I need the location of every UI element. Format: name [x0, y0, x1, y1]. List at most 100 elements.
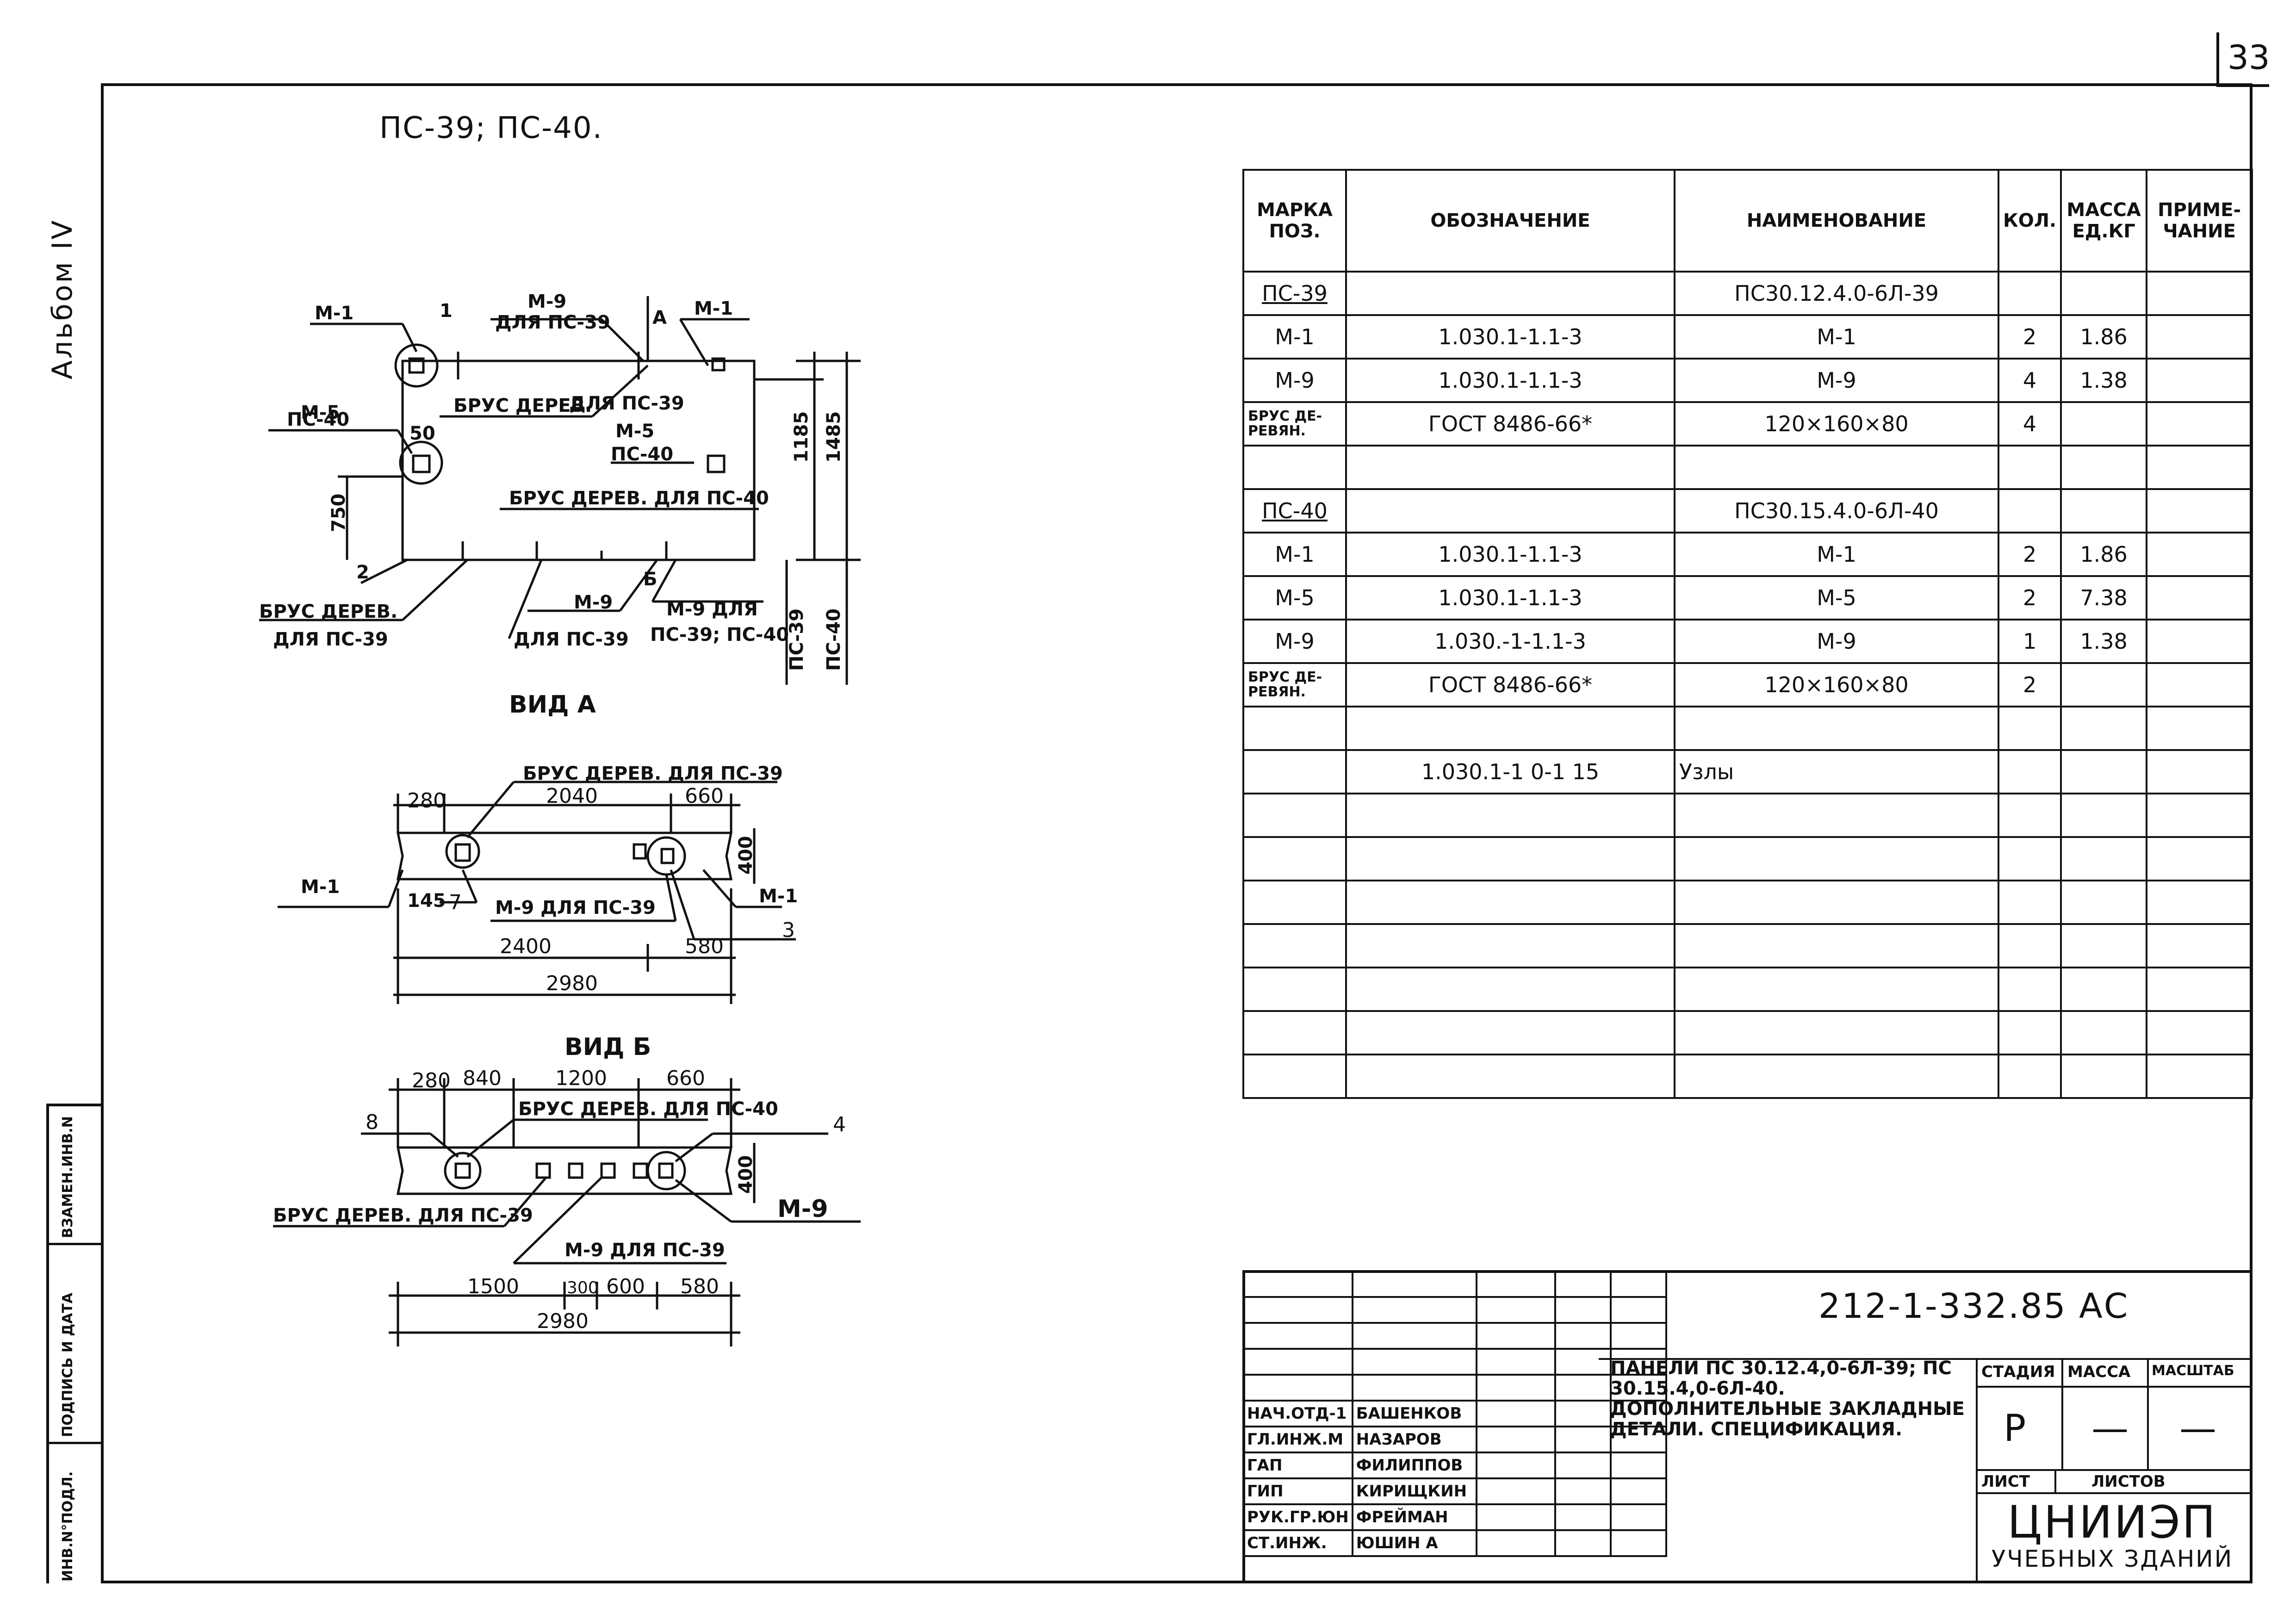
tb-divider	[1976, 1386, 2253, 1388]
label-brus-ps40: БРУС ДЕРЕВ. ДЛЯ ПС-40	[509, 488, 769, 509]
label-m1-right: М-1	[694, 298, 733, 319]
cell-name: 120×160×80	[1674, 662, 1999, 707]
person-role: РУК.ГР.ЮН	[1242, 1503, 1353, 1531]
signature-row: СТ.ИНЖ.ЮШИН А	[1242, 1529, 1667, 1557]
label-va-pos7: 7	[449, 891, 462, 914]
spec-header-mass: МАССА ЕД.КГ	[2060, 169, 2148, 273]
organization: ЦНИИЭП УЧЕБНЫХ ЗДАНИЙ	[1976, 1499, 2249, 1572]
label-ps40-b: ПС-40	[611, 444, 673, 465]
cell-mass	[2060, 749, 2148, 794]
spec-header-designation: ОБОЗНАЧЕНИЕ	[1345, 169, 1675, 273]
label-vb-pos8: 8	[366, 1110, 379, 1134]
cell-name: ПС30.12.4.0-6Л-39	[1674, 271, 1999, 316]
signature-cell	[1475, 1503, 1556, 1531]
stamp-cell-signature: ПОДПИСЬ И ДАТА	[49, 1245, 101, 1444]
label-dim-1185: 1185	[791, 411, 812, 463]
cell-qty: 2	[1997, 662, 2062, 707]
document-title: ПАНЕЛИ ПС 30.12.4,0-6Л-39; ПС 30.15.4,0-…	[1610, 1358, 1965, 1440]
sheets-label: ЛИСТОВ	[2091, 1472, 2166, 1491]
tb-divider	[2061, 1358, 2063, 1469]
label-m5: М-5	[301, 402, 340, 423]
cell-designation: ГОСТ 8486-66*	[1345, 662, 1675, 707]
stamp-cell-replaced: ВЗАМЕН.ИНВ.N	[49, 1106, 101, 1245]
label-va-m9: М-9 ДЛЯ ПС-39	[495, 897, 656, 918]
m5-plate	[412, 454, 431, 473]
cell-mark: ПС-40	[1242, 488, 1347, 534]
cell-mass	[2060, 662, 2148, 707]
cell-note	[2146, 271, 2253, 316]
stamp-strip: ВЗАМЕН.ИНВ.N ПОДПИСЬ И ДАТА ИНВ.N°ПОДЛ.	[46, 1104, 101, 1583]
label-vb-2980: 2980	[537, 1309, 589, 1333]
label-ps39-vertical: ПС-39	[786, 608, 807, 671]
cell-qty: 4	[1997, 358, 2062, 403]
cell-note	[2146, 488, 2253, 534]
sheet-number-box: 33	[2216, 32, 2270, 87]
view-a-circle-1	[445, 834, 480, 869]
label-va-m1-right: М-1	[759, 886, 798, 907]
sheet-label: ЛИСТ	[1981, 1472, 2030, 1491]
cell-name: 120×160×80	[1674, 401, 1999, 447]
person-role: ГЛ.ИНЖ.М	[1242, 1426, 1353, 1453]
label-va-2400: 2400	[500, 935, 552, 958]
tb-divider	[2147, 1358, 2149, 1469]
view-a-labels: БРУС ДЕРЕВ. ДЛЯ ПС-39 280 2040 660 М-1 М…	[301, 763, 798, 1061]
label-vb-pos4: 4	[833, 1113, 846, 1136]
plan-labels: М-1 1 М-9 ДЛЯ ПС-39 А М-1 М-5 ПС-40 50 Б…	[259, 291, 844, 719]
label-va-145: 145	[407, 890, 446, 912]
signature-cell	[1475, 1400, 1556, 1427]
cell-mark: БРУС ДЕ-РЕВЯН.	[1242, 401, 1347, 447]
label-dim-1485: 1485	[823, 411, 844, 463]
cell-mass: 7.38	[2060, 575, 2148, 620]
cell-name: М-1	[1674, 532, 1999, 577]
cell-qty	[1997, 445, 2062, 490]
label-va-400: 400	[735, 836, 757, 875]
cell-note	[2146, 749, 2253, 794]
label-vb-brus39: БРУС ДЕРЕВ. ДЛЯ ПС-39	[273, 1205, 533, 1226]
cell-note	[2146, 532, 2253, 577]
cell-designation: 1.030.-1-1.1-3	[1345, 619, 1675, 664]
cell-designation: 1.030.1-1.1-3	[1345, 314, 1675, 360]
cell-name: Узлы	[1674, 749, 1999, 794]
cell-designation: 1.030.1-1.1-3	[1345, 532, 1675, 577]
label-pos-2: 2	[356, 562, 369, 583]
cell-note	[2146, 619, 2253, 664]
cell-designation	[1345, 488, 1675, 534]
signature-cell	[1475, 1529, 1556, 1557]
label-vb-1200: 1200	[555, 1067, 607, 1090]
label-ps40: ПС-40	[287, 409, 349, 430]
spec-header-mark: МАРКА ПОЗ.	[1242, 169, 1347, 273]
table-row	[1242, 1010, 2253, 1055]
view-a-title: ВИД А	[509, 691, 596, 719]
table-row: ПС-39 ПС30.12.4.0-6Л-39	[1242, 271, 2253, 316]
view-b-panel	[396, 1146, 733, 1195]
cell-mass	[2060, 445, 2148, 490]
cell-qty: 2	[1997, 314, 2062, 360]
detail-circle-1	[394, 343, 439, 388]
spec-header-note: ПРИМЕ-ЧАНИЕ	[2146, 169, 2253, 273]
mass-value: —	[2091, 1407, 2128, 1450]
label-vb-280: 280	[412, 1069, 451, 1092]
spec-header-name: НАИМЕНОВАНИЕ	[1674, 169, 1999, 273]
cell-note	[2146, 706, 2253, 751]
signature-cell	[1475, 1477, 1556, 1505]
view-b	[273, 1078, 861, 1346]
label-va-580: 580	[685, 935, 724, 958]
cell-name: М-9	[1674, 358, 1999, 403]
person-name: НАЗАРОВ	[1351, 1426, 1477, 1453]
cell-qty	[1997, 706, 2062, 751]
cell-mark: М-5	[1242, 575, 1347, 620]
label-va-280: 280	[407, 789, 446, 813]
label-vb-600: 600	[606, 1275, 645, 1298]
person-name: ФИЛИППОВ	[1351, 1452, 1477, 1479]
cell-mark: ПС-39	[1242, 271, 1347, 316]
label-brus: БРУС ДЕРЕВ.	[453, 395, 592, 416]
stage-label: СТАДИЯ	[1981, 1363, 2055, 1381]
m1-plate-right	[711, 357, 726, 372]
panel-outline	[401, 360, 756, 561]
